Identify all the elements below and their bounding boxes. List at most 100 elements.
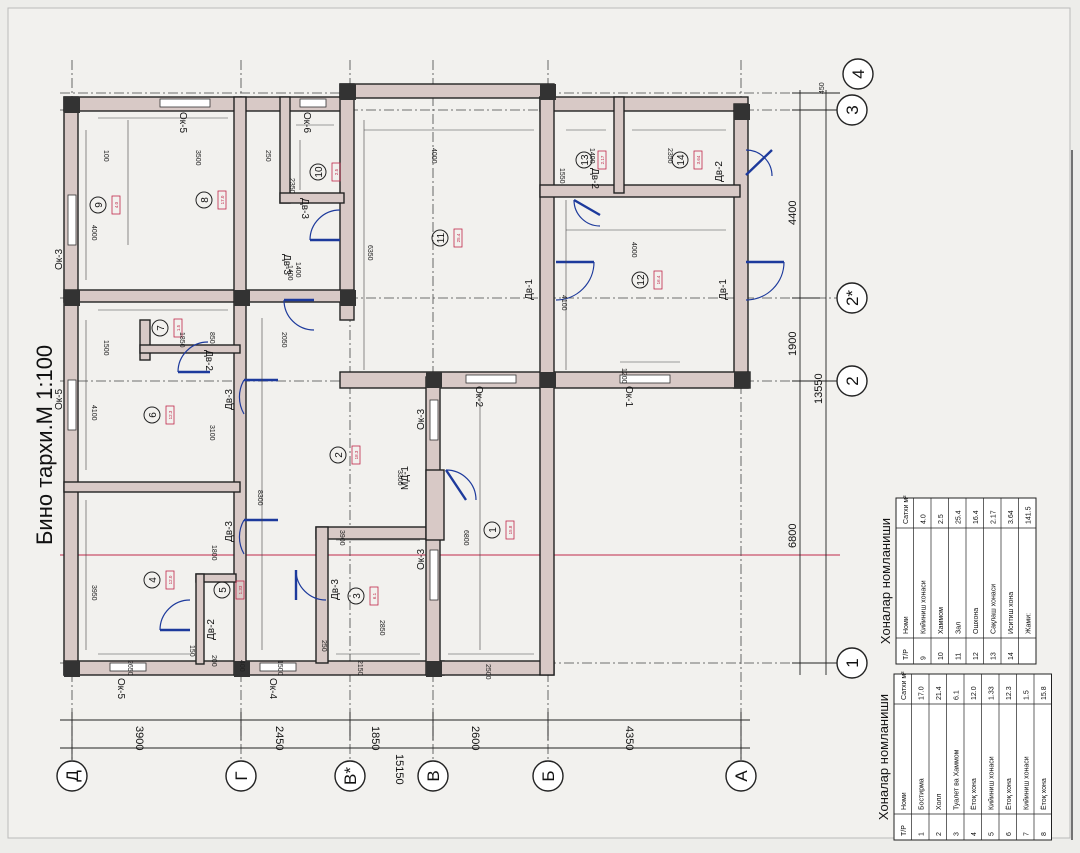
door-label: Дв-2: [206, 619, 217, 640]
axis-bubble-letter: Б: [532, 760, 564, 792]
table-cell: 11: [955, 653, 962, 660]
room-number: 10: [314, 166, 325, 178]
table-cell: Сақлаш хонаси: [990, 584, 997, 634]
table-cell: Ошхона: [973, 608, 980, 634]
room-area-tag: 6.1: [372, 592, 377, 599]
inner-dims: 2650 1500 2150 2500 2850 250 150 1800 39…: [90, 148, 673, 680]
dim-text: 2350: [288, 178, 295, 194]
dim-text: 400: [238, 660, 245, 672]
dim-text: 3900: [338, 530, 345, 546]
dim-left-total: 15150: [393, 754, 405, 785]
table-cell: 17.0: [918, 686, 925, 700]
dim-bottom: 450: [819, 82, 826, 94]
room-number: 9: [94, 202, 105, 208]
dim-text: 4000: [430, 148, 437, 164]
table-header-cell: Т/Р: [901, 825, 908, 836]
table-cell: 14: [1008, 652, 1015, 660]
table-cell: Иситиш хона: [1008, 592, 1015, 634]
room-number: 6: [148, 412, 159, 418]
dim-text: 3100: [208, 425, 215, 441]
left-dimension-chain: 3900 2450 1850 2600 4350 15150: [60, 712, 750, 785]
room-area-tag: 2.17: [600, 155, 605, 164]
room-area-tag: 3.64: [696, 155, 701, 164]
door-label: Дв-1: [524, 279, 535, 300]
room-area-tag: 15.8: [508, 525, 513, 534]
svg-text:2: 2: [843, 376, 862, 385]
table-cell: Туалет ва Хаммом: [953, 749, 960, 810]
dim-text: 2650: [126, 660, 133, 676]
dim-left: 4350: [623, 726, 635, 750]
room-area-tag: 25.4: [456, 233, 461, 242]
dim-text: 1550: [558, 168, 565, 184]
room-area-tag: 18.3: [354, 450, 359, 459]
svg-text:1: 1: [843, 658, 862, 667]
table-cell: 6.1: [953, 690, 960, 700]
dim-text: 2150: [356, 660, 363, 676]
table-cell: Хаммом: [938, 607, 945, 634]
room-number: 7: [156, 325, 167, 331]
window-label: Ок-5: [54, 389, 65, 410]
axis-bubble-letter: В: [417, 760, 449, 792]
table-cell: 3.64: [1008, 510, 1015, 524]
table-header-cell: Т/Р: [903, 649, 910, 660]
plan-title: Бино тархи.М 1:100: [32, 345, 57, 545]
table-cell: Кийиниш хонаси: [987, 756, 995, 810]
dim-left: 2600: [469, 726, 481, 750]
dim-bottom-total: 13550: [813, 373, 825, 404]
dim-text: 2350: [666, 148, 673, 164]
table-header-cell: Номи: [901, 792, 908, 810]
dim-text: 1400: [286, 265, 293, 281]
door-label: Дв-3: [330, 579, 341, 600]
table-cell: 9: [920, 656, 927, 660]
table-cell: 12.3: [1006, 686, 1013, 700]
dim-text: 1800: [210, 545, 217, 561]
dim-text: 6350: [366, 245, 373, 261]
dim-text: 4000: [630, 242, 637, 258]
table-cell: 12: [973, 652, 980, 660]
room-number: 13: [580, 154, 591, 166]
room-area-tag: 1.5: [176, 324, 181, 331]
room-number: 14: [676, 154, 687, 166]
bottom-dimension-chain: 6800 1900 4400 450 13550: [787, 82, 840, 675]
dim-left: 1850: [369, 726, 381, 750]
dim-text: 4100: [90, 405, 97, 421]
table-cell: 2: [936, 832, 943, 836]
door-label: Дв-1: [718, 279, 729, 300]
dim-text: 150: [188, 645, 195, 657]
window-label: Ок-3: [416, 409, 427, 430]
dim-text: 3300: [396, 470, 403, 486]
room-number: 5: [218, 587, 229, 593]
table-title: Хоналар номланиши: [876, 694, 891, 820]
table-cell: 2.5: [938, 514, 945, 524]
table-cell: 1: [918, 832, 925, 836]
door-label: Дв-2: [589, 168, 600, 189]
svg-text:Д: Д: [63, 770, 82, 782]
table-cell: Ётоқ хона: [1040, 778, 1048, 810]
table-cell: 4.0: [920, 514, 927, 524]
room-number: 8: [200, 197, 211, 203]
dim-text: 200: [210, 655, 217, 667]
dim-text: 1400: [588, 148, 595, 164]
table-cell: Кийиниш хонаси: [919, 580, 927, 634]
door-label: Дв-3: [299, 198, 310, 219]
dim-text: 1400: [294, 262, 301, 278]
table-cell: Зал: [955, 622, 962, 634]
room-number: 1: [488, 527, 499, 533]
axis-bubble-number: 2*: [836, 282, 868, 314]
table-cell: 1.33: [988, 686, 995, 700]
table-header-cell: Сатхи м²: [903, 495, 910, 524]
svg-text:4: 4: [849, 69, 868, 78]
table-cell: 25.4: [955, 510, 962, 524]
